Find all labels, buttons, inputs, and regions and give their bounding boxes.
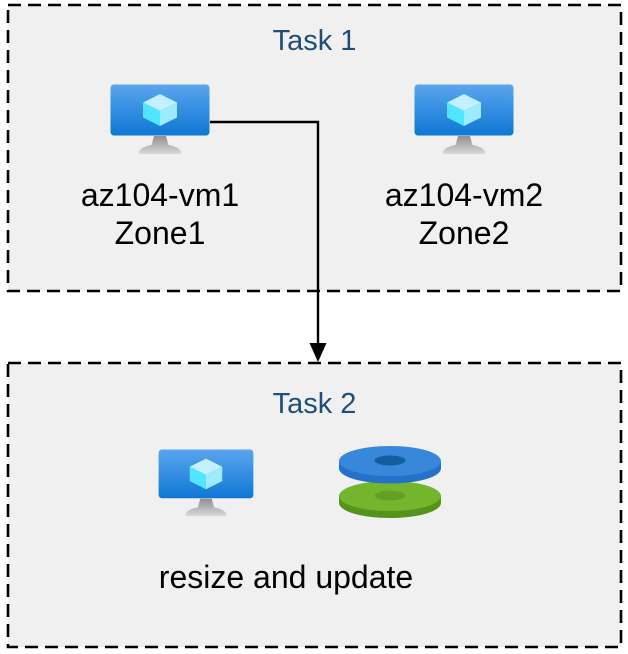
vm1-label: az104-vm1 Zone1 — [60, 176, 260, 252]
virtual-machine-icon — [158, 449, 254, 516]
task2-box — [6, 361, 623, 649]
connector-line — [210, 120, 320, 344]
virtual-machine-icon — [110, 84, 210, 154]
task2-title: Task 2 — [272, 388, 357, 420]
vm1-name: az104-vm1 — [80, 177, 240, 213]
connector-arrowhead — [309, 343, 327, 362]
task1-title: Task 1 — [272, 25, 357, 57]
task1-box — [6, 3, 623, 293]
vm2-label: az104-vm2 Zone2 — [364, 176, 564, 252]
vm1-zone: Zone1 — [114, 215, 206, 251]
vm2-name: az104-vm2 — [384, 177, 544, 213]
vm2-zone: Zone2 — [418, 215, 510, 251]
task2-caption: resize and update — [158, 559, 414, 595]
virtual-machine-icon — [414, 84, 514, 154]
disks-icon — [339, 446, 441, 518]
